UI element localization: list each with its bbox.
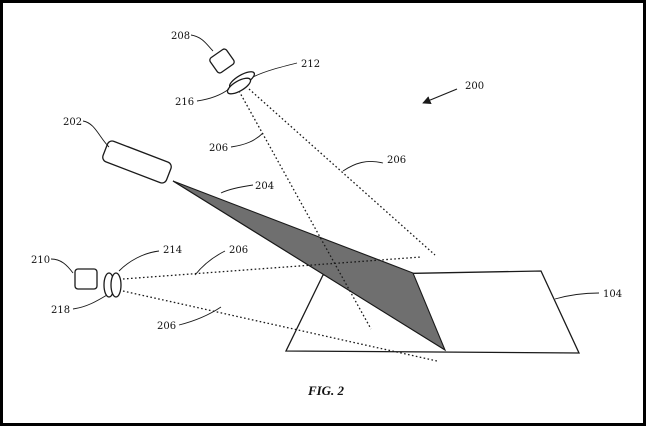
label-projector: 202 xyxy=(63,117,82,128)
ray-left-camera-2 xyxy=(122,290,438,362)
leader-208 xyxy=(190,34,214,52)
leader-206-b xyxy=(342,160,384,172)
leader-104 xyxy=(554,292,600,300)
system-arrow-200 xyxy=(422,88,458,105)
beam-edge-inner xyxy=(172,180,446,351)
projector-202 xyxy=(102,140,172,184)
label-beam: 204 xyxy=(255,181,274,192)
label-lens-left: 214 xyxy=(163,245,182,256)
lens-212 xyxy=(226,71,256,95)
label-ray-lower-upper: 206 xyxy=(229,245,248,256)
ray-top-camera-2 xyxy=(248,88,436,256)
label-camera-left: 210 xyxy=(31,255,50,266)
leader-206-c xyxy=(194,250,226,276)
camera-210 xyxy=(74,268,98,290)
patent-diagram: 200 202 204 208 212 216 206 206 210 214 … xyxy=(31,31,622,398)
label-filter-top: 216 xyxy=(175,97,194,108)
ray-top-camera-1 xyxy=(238,90,372,330)
label-ray-lower-lower: 206 xyxy=(157,321,176,332)
leader-214 xyxy=(118,250,160,272)
label-ray-upper-left: 206 xyxy=(209,143,228,154)
figure-caption: FIG. 2 xyxy=(307,383,345,398)
label-ray-upper-right: 206 xyxy=(387,155,406,166)
leader-216 xyxy=(196,88,230,102)
lens-214 xyxy=(103,272,122,298)
leader-206-a xyxy=(230,132,264,148)
leader-218 xyxy=(72,294,108,310)
label-system: 200 xyxy=(465,81,484,92)
leader-210 xyxy=(50,258,74,274)
label-camera-top: 208 xyxy=(171,31,190,42)
ray-left-camera-1 xyxy=(122,256,422,280)
leader-202 xyxy=(82,120,110,148)
label-surface: 104 xyxy=(603,289,622,300)
label-filter-left: 218 xyxy=(51,305,70,316)
leader-206-d xyxy=(178,306,222,326)
label-lens-top: 212 xyxy=(301,59,320,70)
leader-204 xyxy=(220,184,254,194)
camera-208 xyxy=(209,48,235,74)
leader-212 xyxy=(252,62,298,78)
